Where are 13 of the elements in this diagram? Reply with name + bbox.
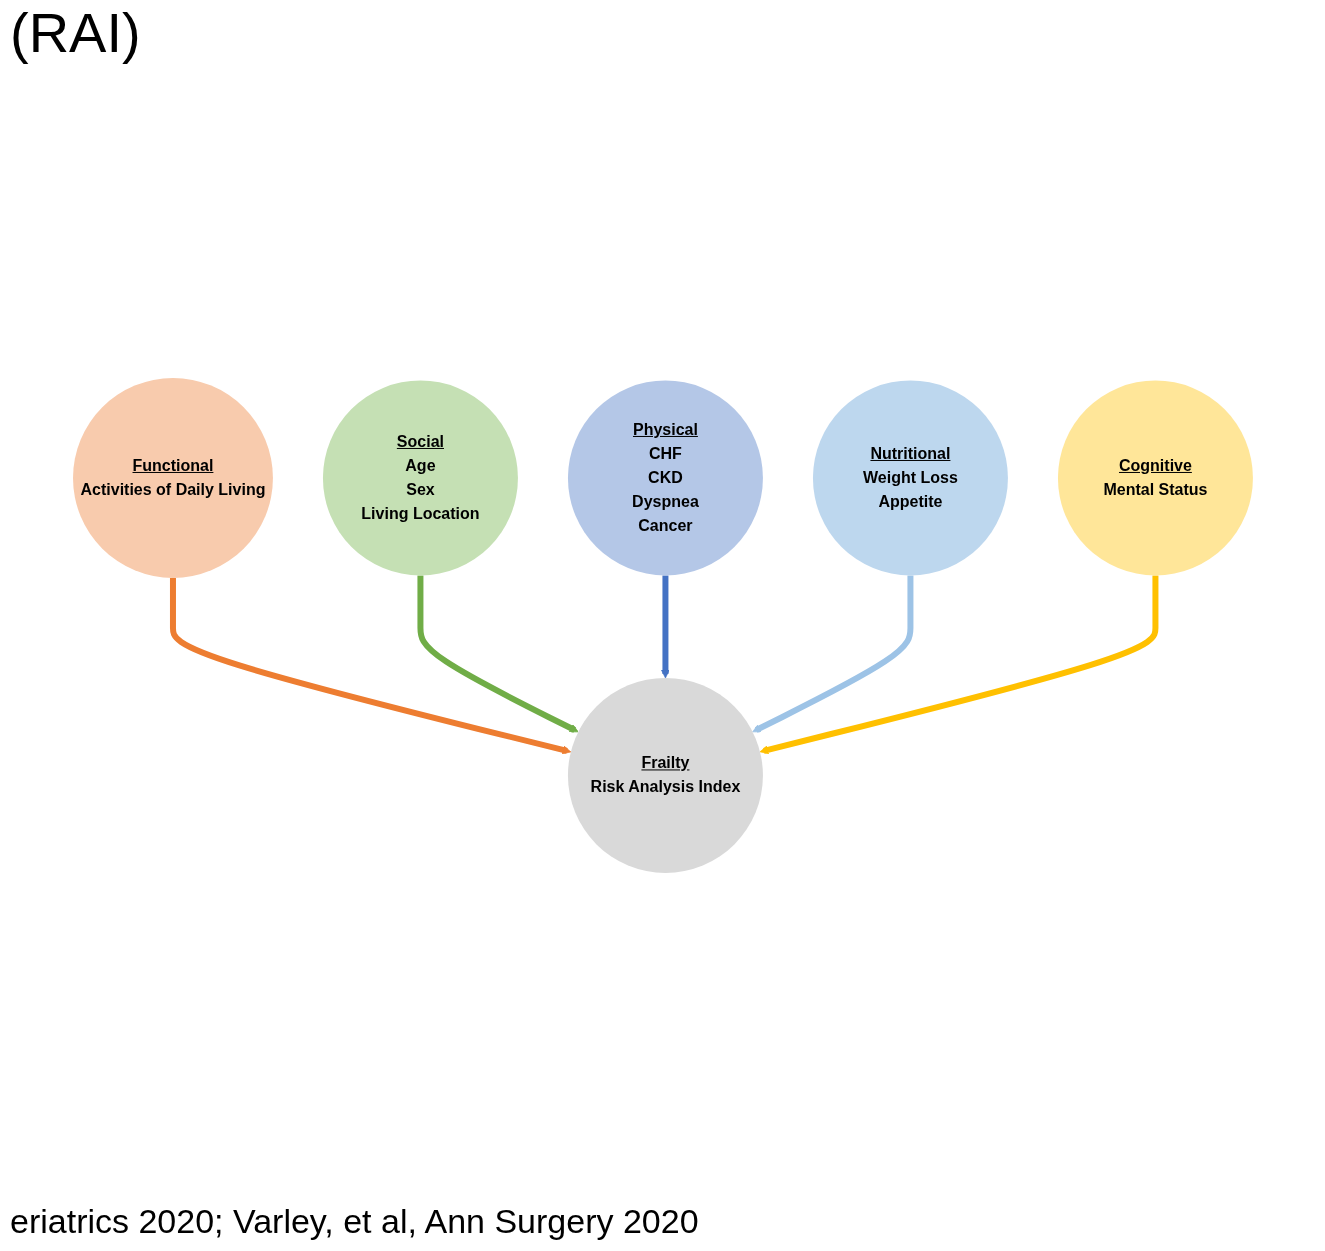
node-circle: Physical CHF CKD Dyspnea Cancer bbox=[567, 380, 763, 575]
node-circle: Frailty Risk Analysis Index bbox=[567, 677, 763, 873]
arrow bbox=[416, 575, 579, 733]
node-circle: Nutritional Weight Loss Appetite bbox=[812, 380, 1008, 575]
arrow bbox=[169, 577, 571, 754]
arrow bbox=[751, 575, 913, 733]
citation-text: eriatrics 2020; Varley, et al, Ann Surgery 2020 bbox=[10, 1202, 699, 1241]
node-circle: Functional Activities of Daily Living bbox=[72, 377, 273, 578]
arrow bbox=[660, 575, 670, 678]
node-circle: Cognitive Mental Status bbox=[1057, 380, 1253, 575]
heading-text: (RAI) bbox=[10, 0, 141, 65]
node-circle: Social Age Sex Living Location bbox=[322, 380, 518, 575]
arrow bbox=[759, 575, 1158, 754]
